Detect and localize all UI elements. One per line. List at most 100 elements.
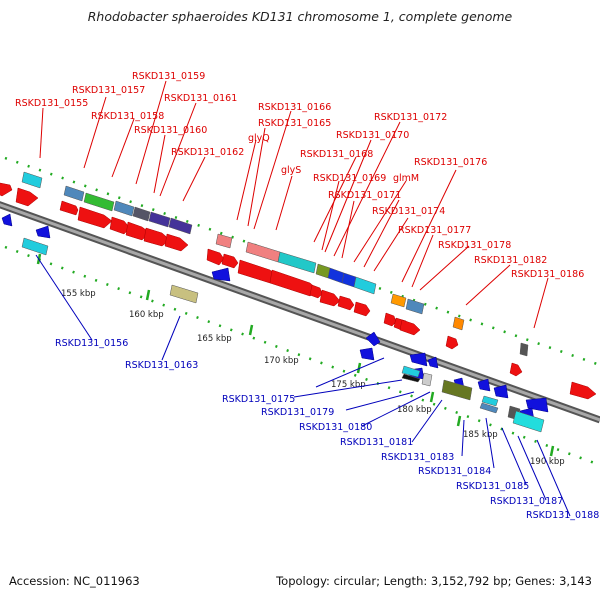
forward-feature-boxes — [21, 171, 529, 357]
forward-cds[interactable] — [309, 284, 323, 299]
forward-cds[interactable] — [569, 381, 597, 400]
gene-label[interactable]: RSKD131_0170 — [336, 130, 409, 141]
reverse-cds[interactable] — [409, 352, 428, 367]
gene-label[interactable]: RSKD131_0187 — [490, 496, 563, 507]
gene-label[interactable]: RSKD131_0182 — [474, 255, 547, 266]
tick-marks — [36, 253, 555, 457]
forward-cds[interactable] — [399, 319, 421, 336]
feature-box[interactable] — [441, 379, 473, 401]
feature-box[interactable] — [452, 316, 465, 331]
gene-label[interactable]: RSKD131_0162 — [171, 147, 244, 158]
gene-label[interactable]: glyS — [281, 165, 301, 176]
feature-box[interactable] — [169, 284, 199, 304]
feature-box[interactable] — [215, 233, 233, 249]
forward-cds[interactable] — [59, 200, 79, 216]
gene-label[interactable]: RSKD131_0175 — [222, 394, 295, 405]
gene-label[interactable]: glyQ — [248, 133, 270, 144]
gene-label[interactable]: RSKD131_0183 — [381, 452, 454, 463]
reverse-feature-boxes — [21, 237, 545, 433]
genome-title: Rhodobacter sphaeroides KD131 chromosome… — [87, 9, 513, 24]
forward-cds[interactable] — [206, 248, 225, 266]
feature-box[interactable] — [401, 373, 421, 383]
gene-label[interactable]: RSKD131_0168 — [300, 149, 373, 160]
gene-label[interactable]: RSKD131_0157 — [72, 85, 145, 96]
forward-cds[interactable] — [0, 182, 13, 197]
gene-label[interactable]: RSKD131_0174 — [372, 206, 445, 217]
feature-box[interactable] — [113, 200, 135, 217]
forward-cds[interactable] — [164, 233, 189, 252]
tick-label: 190 kbp — [530, 457, 565, 467]
forward-cds[interactable] — [353, 301, 371, 317]
forward-cds[interactable] — [221, 253, 239, 269]
feature-box[interactable] — [148, 211, 171, 228]
reverse-cds[interactable] — [1, 213, 13, 227]
top-gene-labels: RSKD131_0159 RSKD131_0157 RSKD131_0161 R… — [15, 71, 584, 280]
forward-cds[interactable] — [445, 335, 459, 350]
forward-cds[interactable] — [77, 206, 113, 229]
feature-box[interactable] — [327, 267, 345, 284]
reverse-cds[interactable] — [365, 331, 381, 347]
gene-label[interactable]: RSKD131_0155 — [15, 98, 88, 109]
reverse-cds[interactable] — [477, 378, 491, 392]
gene-label[interactable]: RSKD131_0185 — [456, 481, 529, 492]
feature-box[interactable] — [63, 185, 85, 202]
feature-box[interactable] — [132, 206, 151, 222]
gene-label[interactable]: RSKD131_0186 — [511, 269, 584, 280]
tick-label: 175 kbp — [331, 380, 366, 390]
reverse-cds-track — [1, 213, 549, 421]
gene-label[interactable]: RSKD131_0163 — [125, 360, 198, 371]
forward-cds[interactable] — [509, 362, 523, 377]
gene-label[interactable]: RSKD131_0178 — [438, 240, 511, 251]
feature-box[interactable] — [481, 395, 499, 407]
gene-label[interactable]: RSKD131_0184 — [418, 466, 491, 477]
feature-box[interactable] — [390, 293, 407, 308]
gene-label[interactable]: RSKD131_0161 — [164, 93, 237, 104]
gene-label[interactable]: RSKD131_0177 — [398, 225, 471, 236]
feature-box[interactable] — [512, 410, 545, 433]
feature-box[interactable] — [83, 192, 115, 212]
tick-label: 170 kbp — [264, 356, 299, 366]
reverse-cds[interactable] — [493, 384, 509, 399]
feature-box[interactable] — [21, 237, 49, 256]
feature-box[interactable] — [405, 298, 425, 315]
tick-label: 160 kbp — [129, 310, 164, 320]
feature-box[interactable] — [245, 241, 281, 263]
gene-label[interactable]: RSKD131_0172 — [374, 112, 447, 123]
feature-box[interactable] — [168, 217, 193, 235]
reverse-cds[interactable] — [359, 347, 375, 361]
tick-label: 180 kbp — [397, 405, 432, 415]
feature-box[interactable] — [479, 402, 499, 414]
reverse-cds[interactable] — [211, 267, 231, 282]
feature-box[interactable] — [421, 372, 433, 387]
feature-box[interactable] — [519, 342, 529, 357]
accession-info: Accession: NC_011963 — [9, 574, 140, 588]
feature-box[interactable] — [353, 276, 377, 295]
gene-label[interactable]: RSKD131_0179 — [261, 407, 334, 418]
gene-label[interactable]: RSKD131_0180 — [299, 422, 372, 433]
gene-label[interactable]: RSKD131_0159 — [132, 71, 205, 82]
gene-label[interactable]: RSKD131_0165 — [258, 118, 331, 129]
reverse-cds[interactable] — [35, 225, 51, 239]
inner-dotted-track — [4, 245, 600, 467]
gene-label[interactable]: RSKD131_0166 — [258, 102, 331, 113]
forward-cds[interactable] — [319, 289, 341, 307]
gene-label[interactable]: RSKD131_0158 — [91, 111, 164, 122]
feature-box[interactable] — [21, 171, 43, 189]
forward-cds-track — [0, 182, 597, 400]
feature-box[interactable] — [315, 263, 331, 279]
feature-box[interactable] — [401, 365, 421, 378]
gene-label[interactable]: RSKD131_0188 — [526, 510, 599, 521]
forward-cds[interactable] — [337, 295, 355, 311]
feature-box[interactable] — [341, 272, 357, 288]
gene-label[interactable]: RSKD131_0181 — [340, 437, 413, 448]
forward-cds[interactable] — [383, 312, 397, 327]
reverse-cds[interactable] — [427, 356, 439, 369]
gene-label[interactable]: RSKD131_0156 — [55, 338, 128, 349]
gene-label[interactable]: RSKD131_0169 — [313, 173, 386, 184]
forward-cds[interactable] — [15, 187, 39, 207]
gene-label[interactable]: RSKD131_0160 — [134, 125, 207, 136]
gene-label[interactable]: RSKD131_0171 — [328, 190, 401, 201]
gene-label[interactable]: glmM — [393, 173, 419, 184]
gene-label[interactable]: RSKD131_0176 — [414, 157, 487, 168]
feature-box[interactable] — [277, 251, 317, 274]
